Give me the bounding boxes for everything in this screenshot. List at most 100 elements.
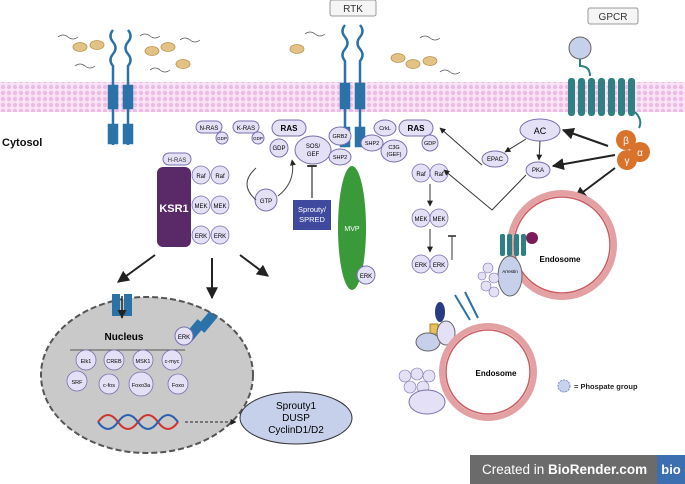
arrestin-complex [477,262,500,298]
ac-to-epac [504,138,527,153]
shp2-right [360,134,384,152]
mvp-erk [356,265,376,285]
nras-gdp [215,131,229,145]
mek-4: MEK [432,217,445,223]
dna-helix [97,414,179,430]
erk-2: ERK [214,234,226,240]
cytosol-label: Cytosol [2,137,42,149]
receptor-left [107,29,134,145]
ksr1-kinases [191,165,230,245]
ksr1-arrow-right [239,254,269,277]
hras-label: H-RAS [168,158,187,164]
nucleus-label: Nucleus [105,332,144,343]
lower-complex-2 [436,320,456,346]
nras-label: N-RAS [200,126,219,132]
sos-gef [294,135,332,165]
ras-rtk [271,119,307,137]
nras-gdp-label: GDP [217,136,227,141]
raf-3: Raf [416,172,426,178]
mek-1: MEK [194,204,207,210]
pka-to-raf [443,169,527,211]
tf-msk1: MSK1 [136,359,151,365]
ras-rtk-gdp-label: GDP [272,146,285,152]
tf-cfos: c-fos [103,383,115,389]
endosome-lower-label: Endosome [476,369,517,378]
tf-creb: CREB [106,359,122,365]
mek-2: MEK [213,204,226,210]
gdp-gtp-cycle [246,160,293,201]
raf-mek-erk-column [411,163,449,274]
crkl [373,119,397,137]
transcription-factors [66,349,189,397]
ac-label: AC [534,126,547,136]
tf-cmyc: c-myc [165,359,180,365]
tf-elk1: Elk1 [81,359,92,365]
gtp-label: GTP [260,199,272,205]
ac-to-pka [536,140,543,161]
biorender-logo-icon: bio [657,455,685,484]
mvp-erk-label: ERK [360,274,372,280]
arrestin-label: Arrestin [502,269,518,274]
gpcr-label-box [587,7,639,25]
rtk-label: RTK [343,4,363,15]
g-alpha: α [637,148,643,159]
gpcr-receptor [568,36,642,129]
ksr1-scaffold [157,167,191,247]
ras-c3g-gdp-label: GDP [424,141,436,147]
phosphate-legend: = Phospate group [574,382,638,391]
lower-blue-oval [435,302,445,322]
kras-gdp-label: GDP [253,136,263,141]
mek-3: MEK [414,217,427,223]
erk-3: ERK [415,263,427,269]
pka [525,161,551,179]
pka-label: PKA [532,168,544,174]
ras-rtk-gdp [269,138,289,158]
target-dusp: DUSP [282,413,310,424]
erk-4: ERK [433,263,445,269]
epac-label: EPAC [487,157,504,163]
kras [232,120,260,134]
shp2-left-label: SHP2 [333,155,347,161]
rtk-label-box [329,0,377,17]
ras-c3g [398,119,434,137]
endosome-upper-label: Endosome [540,255,581,264]
target-cyclin: CyclinD1/D2 [268,425,324,436]
g-gamma: γ [625,156,630,167]
phosphate-icon [557,379,571,393]
grb2 [328,126,352,146]
arrestin [497,255,523,297]
ras-rtk-label: RAS [281,124,299,133]
target-sprouty1: Sprouty1 [276,401,316,412]
lower-complex [415,332,441,352]
galpha-to-ac [561,127,609,147]
shp2-left [328,148,352,166]
nucleus-erk [174,326,194,346]
epac-to-ras [439,127,483,166]
lower-scaffold [408,389,446,415]
kras-label: K-RAS [237,126,255,132]
c3g-gef-label: C3G(GEF) [387,145,402,158]
endosome-gpcr [500,234,526,256]
sprouty-spred-label: Sprouty/SPRED [298,205,327,224]
c3g-gef [380,139,408,163]
ksr1-arrow-left [117,254,156,283]
erk-1: ERK [195,234,207,240]
endosome-lower [439,323,537,421]
target-genes [239,391,353,445]
nucleus-erk-label: ERK [178,335,190,341]
ligand-squiggles [57,31,461,75]
galpha-to-pka [551,154,616,171]
gtp [254,188,278,212]
raf-4: Raf [434,172,444,178]
endosome-receptor [454,291,479,321]
tf-foxo3a: Foxo3a [132,383,151,389]
nuclear-pore [112,294,120,316]
ksr1-label: KSR1 [159,203,188,215]
ras-c3g-gdp [421,134,439,152]
gprotein-to-endosome [574,167,616,199]
biorender-badge[interactable]: Created in BioRender.com bio [470,455,685,484]
mvp [338,166,366,290]
ras-c3g-label: RAS [408,124,426,133]
